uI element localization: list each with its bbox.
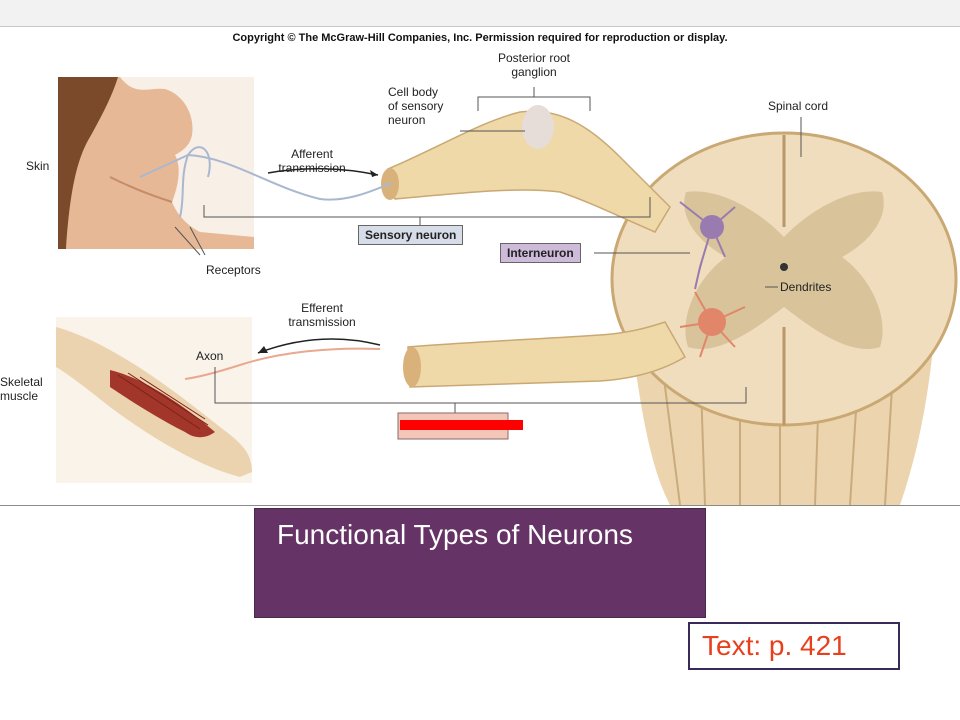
copyright-notice: Copyright © The McGraw-Hill Companies, I…	[232, 32, 728, 44]
text-reference: Text: p. 421	[702, 630, 847, 661]
afferent-arrow	[267, 167, 379, 176]
interneuron-label: Interneuron	[500, 243, 581, 263]
face-skin-image	[58, 77, 254, 249]
sensory-neuron-label: Sensory neuron	[358, 225, 464, 245]
receptors-label: Receptors	[206, 263, 261, 277]
motor-neuron-cell	[679, 291, 746, 358]
sensory-nerve	[139, 105, 671, 233]
dendrites-label: Dendrites	[780, 280, 832, 294]
efferent-arrow	[257, 338, 381, 354]
slide-title-box: Functional Types of Neurons	[254, 508, 706, 618]
slide-title: Functional Types of Neurons	[277, 519, 633, 550]
spinal-cord-cross-section	[610, 131, 958, 505]
motor-nerve	[184, 321, 687, 388]
diagram-illustration	[56, 77, 958, 505]
top-band	[0, 0, 960, 26]
skin-label: Skin	[26, 159, 50, 173]
text-reference-box: Text: p. 421	[688, 622, 900, 670]
spinal-cord-label: Spinal cord	[768, 99, 829, 113]
redaction-bar	[400, 420, 523, 430]
axon-label: Axon	[196, 349, 224, 363]
interneuron-cell	[679, 201, 736, 290]
arm-muscle-image	[56, 317, 252, 483]
neuron-diagram: Copyright © The McGraw-Hill Companies, I…	[0, 26, 960, 506]
